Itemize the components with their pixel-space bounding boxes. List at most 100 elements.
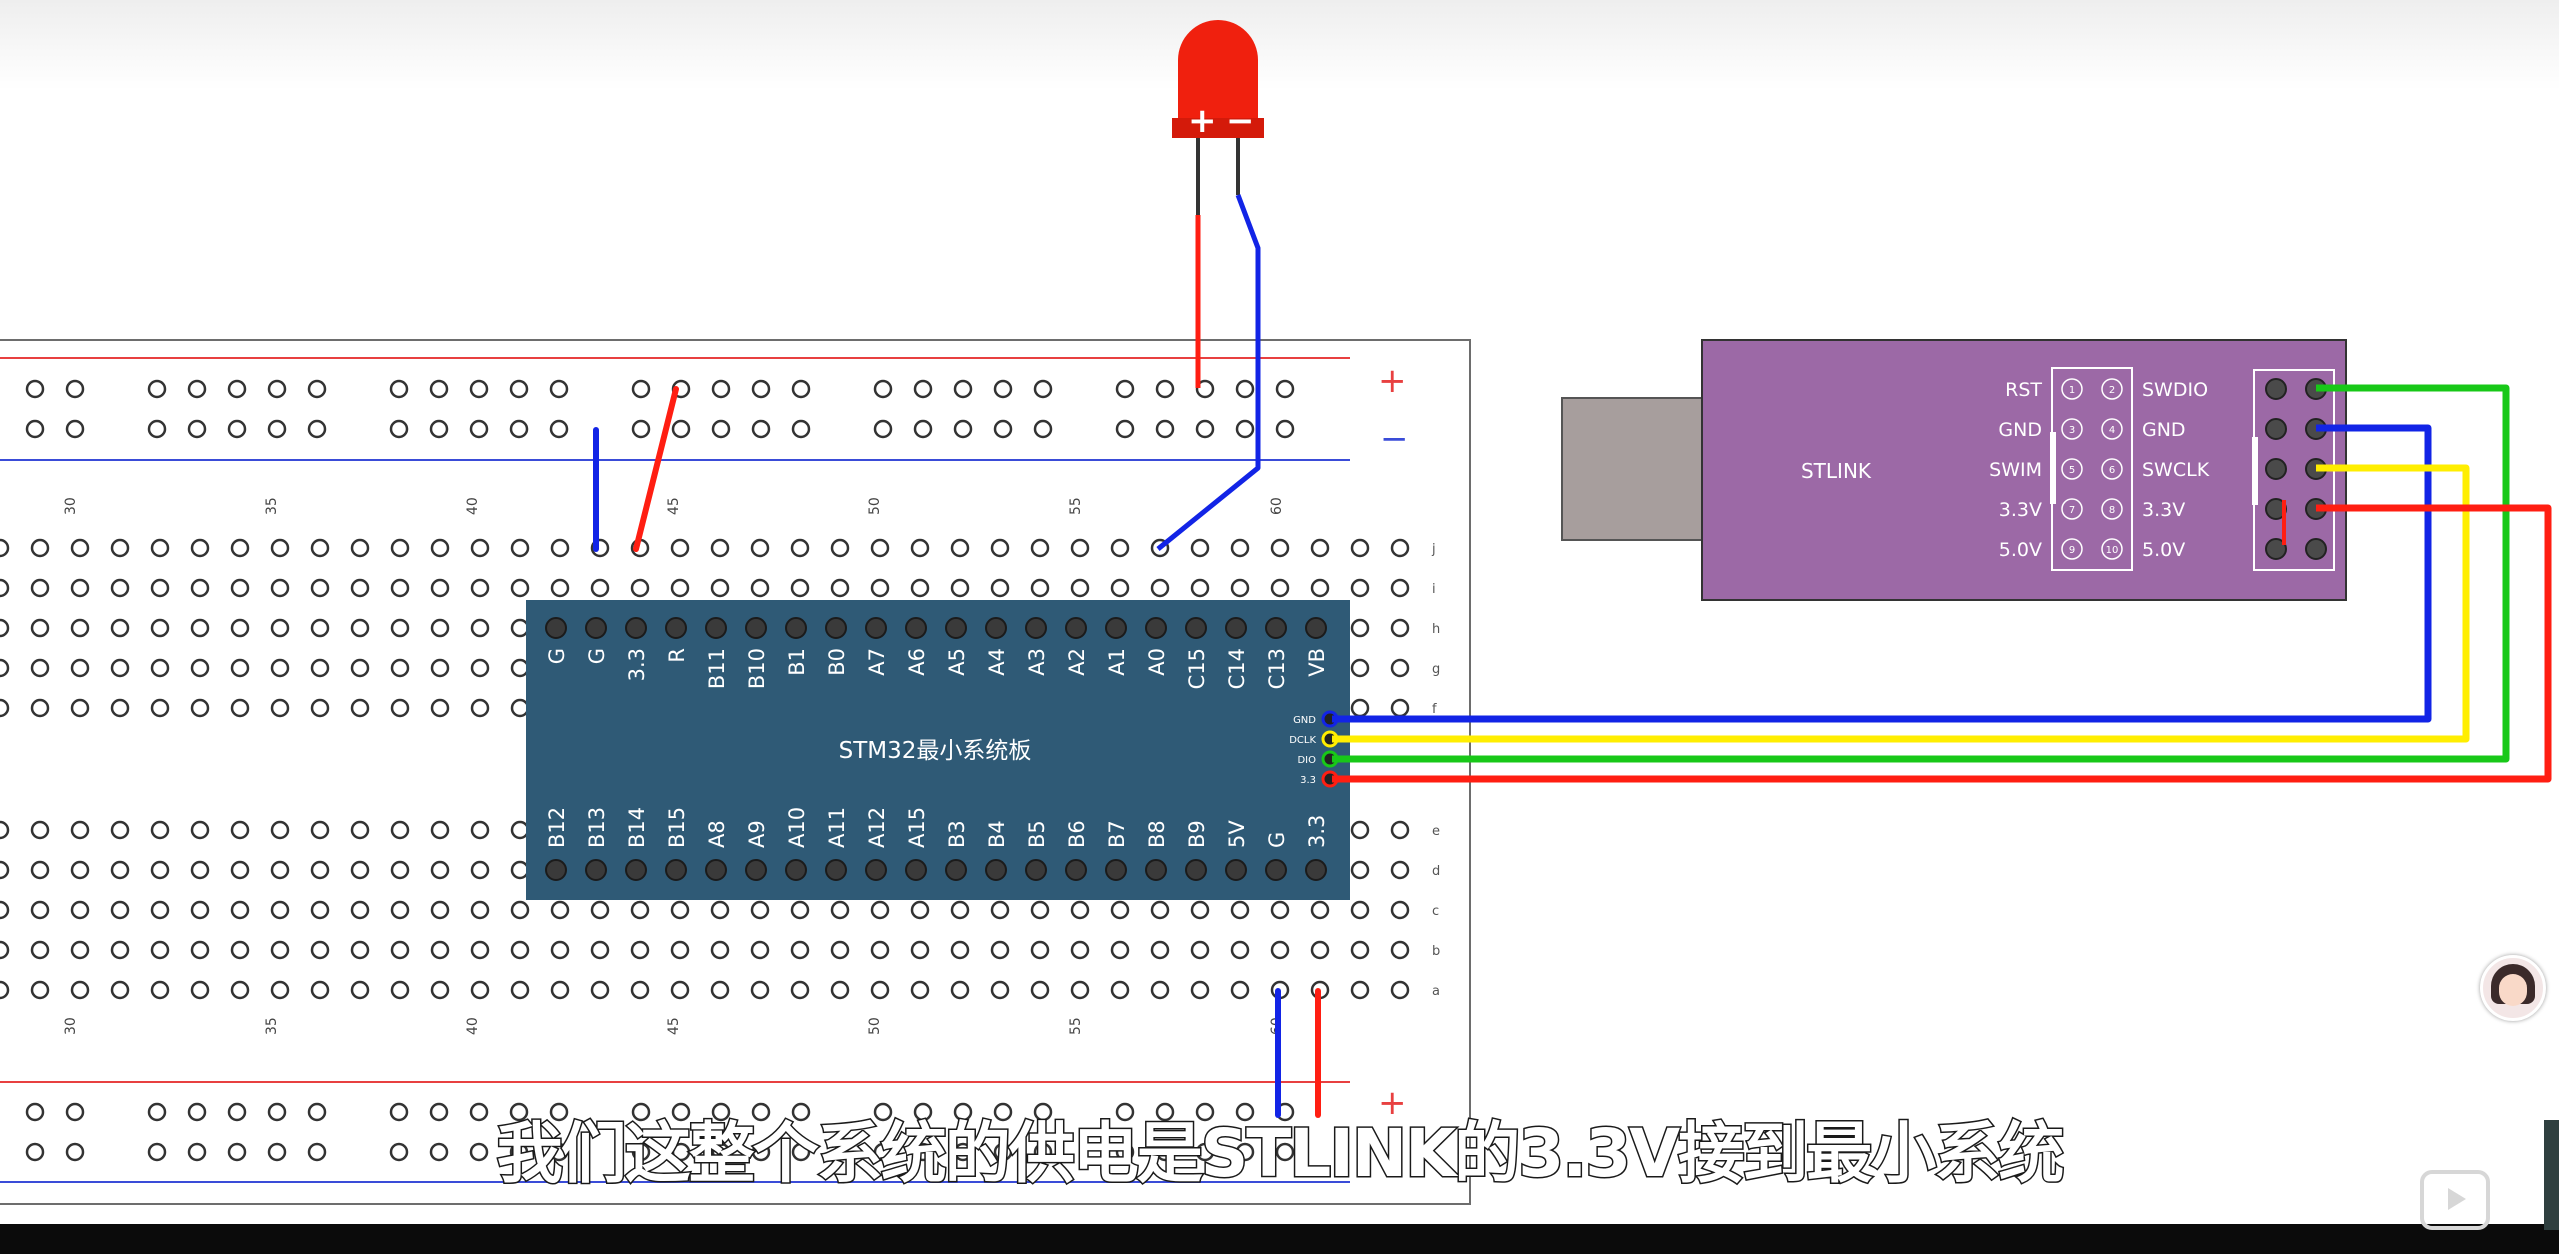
row-letter: f	[1432, 702, 1437, 717]
stm32-pin-label: B10	[745, 648, 769, 689]
tv-logo-icon	[2420, 1170, 2490, 1230]
rail-hole	[953, 1142, 973, 1162]
side-pin-label: 3.3	[1300, 775, 1316, 786]
rail-hole	[631, 1142, 651, 1162]
breadboard-hole	[1230, 538, 1250, 558]
rail-hole	[711, 379, 731, 399]
breadboard-hole	[1270, 900, 1290, 920]
breadboard-hole	[0, 698, 10, 718]
row-letter: j	[1431, 542, 1436, 557]
rail-hole	[307, 419, 327, 439]
breadboard-hole	[190, 658, 210, 678]
breadboard-hole	[1150, 900, 1170, 920]
breadboard-hole	[110, 538, 130, 558]
row-letter: e	[1432, 824, 1440, 839]
breadboard-hole	[190, 618, 210, 638]
breadboard-hole	[990, 538, 1010, 558]
breadboard-hole	[30, 860, 50, 880]
rail-hole	[25, 379, 45, 399]
breadboard-hole	[0, 538, 10, 558]
breadboard-hole	[270, 900, 290, 920]
stm32-pin-label: B12	[545, 807, 569, 848]
breadboard-hole	[150, 940, 170, 960]
breadboard-hole	[430, 698, 450, 718]
breadboard-hole	[1390, 860, 1410, 880]
breadboard-hole	[230, 698, 250, 718]
stlink-pin-number: 3	[2069, 425, 2075, 436]
stm32-pin-label: A0	[1145, 648, 1169, 676]
breadboard-hole	[510, 980, 530, 1000]
breadboard-hole	[470, 980, 490, 1000]
breadboard-hole	[30, 980, 50, 1000]
breadboard-hole	[670, 940, 690, 960]
breadboard-hole	[150, 698, 170, 718]
rail-hole	[267, 379, 287, 399]
breadboard-hole	[230, 618, 250, 638]
breadboard-hole	[310, 900, 330, 920]
breadboard-hole	[830, 900, 850, 920]
rail-hole	[1195, 1142, 1215, 1162]
stm32-board	[526, 600, 1350, 900]
stlink-pin-number: 10	[2106, 545, 2119, 556]
breadboard-hole	[1030, 900, 1050, 920]
avatar-icon[interactable]	[2480, 955, 2546, 1021]
stm32-pin-hole	[705, 617, 727, 639]
breadboard-hole	[1070, 578, 1090, 598]
breadboard-hole	[1190, 940, 1210, 960]
breadboard-hole	[710, 578, 730, 598]
rail-hole	[791, 1102, 811, 1122]
breadboard-hole	[1110, 940, 1130, 960]
column-number: 45	[666, 497, 682, 515]
breadboard-hole	[30, 900, 50, 920]
rail-hole	[671, 1142, 691, 1162]
rail-hole	[993, 1142, 1013, 1162]
breadboard-hole	[750, 538, 770, 558]
rail-hole	[549, 379, 569, 399]
breadboard-hole	[470, 618, 490, 638]
breadboard-hole	[270, 980, 290, 1000]
rail-hole	[913, 379, 933, 399]
breadboard-hole	[350, 618, 370, 638]
rail-hole	[711, 419, 731, 439]
breadboard-hole	[70, 538, 90, 558]
stm32-pin-hole	[745, 617, 767, 639]
stm32-pin-label: A2	[1065, 648, 1089, 676]
rail-hole	[1235, 379, 1255, 399]
wire-blue-led-cathode	[1156, 194, 1261, 551]
breadboard-hole	[1390, 618, 1410, 638]
rail-hole	[25, 1142, 45, 1162]
rail-hole	[1115, 419, 1135, 439]
stm32-pin-label: VB	[1305, 648, 1329, 677]
stm32-pin-hole	[1025, 859, 1047, 881]
row-letter: a	[1432, 984, 1440, 999]
breadboard-hole	[1230, 578, 1250, 598]
breadboard-hole	[830, 980, 850, 1000]
rail-hole	[873, 1102, 893, 1122]
stm32-pin-label: A6	[905, 648, 929, 676]
breadboard-hole	[510, 578, 530, 598]
breadboard-hole	[470, 578, 490, 598]
breadboard-hole	[990, 980, 1010, 1000]
stlink-right-label: SWDIO	[2142, 379, 2208, 401]
breadboard-hole	[1150, 578, 1170, 598]
breadboard-hole	[150, 980, 170, 1000]
breadboard-hole	[190, 698, 210, 718]
stm32-pin-label: B14	[625, 807, 649, 848]
breadboard-hole	[190, 860, 210, 880]
rail-hole	[1155, 1102, 1175, 1122]
rail-hole	[1115, 1142, 1135, 1162]
stlink-pin	[2061, 458, 2083, 480]
breadboard-hole	[590, 900, 610, 920]
rail-hole	[751, 379, 771, 399]
rail-hole	[469, 419, 489, 439]
rail-hole	[1033, 1102, 1053, 1122]
wire-yellow-swclk	[1332, 464, 2470, 743]
breadboard-hole	[350, 658, 370, 678]
rail-hole	[1275, 1142, 1295, 1162]
stlink-pin-number: 9	[2069, 545, 2075, 556]
breadboard-hole	[470, 820, 490, 840]
breadboard-hole	[1270, 940, 1290, 960]
stm32-pin-label: A12	[865, 807, 889, 848]
led-minus-label: −	[1226, 101, 1255, 141]
